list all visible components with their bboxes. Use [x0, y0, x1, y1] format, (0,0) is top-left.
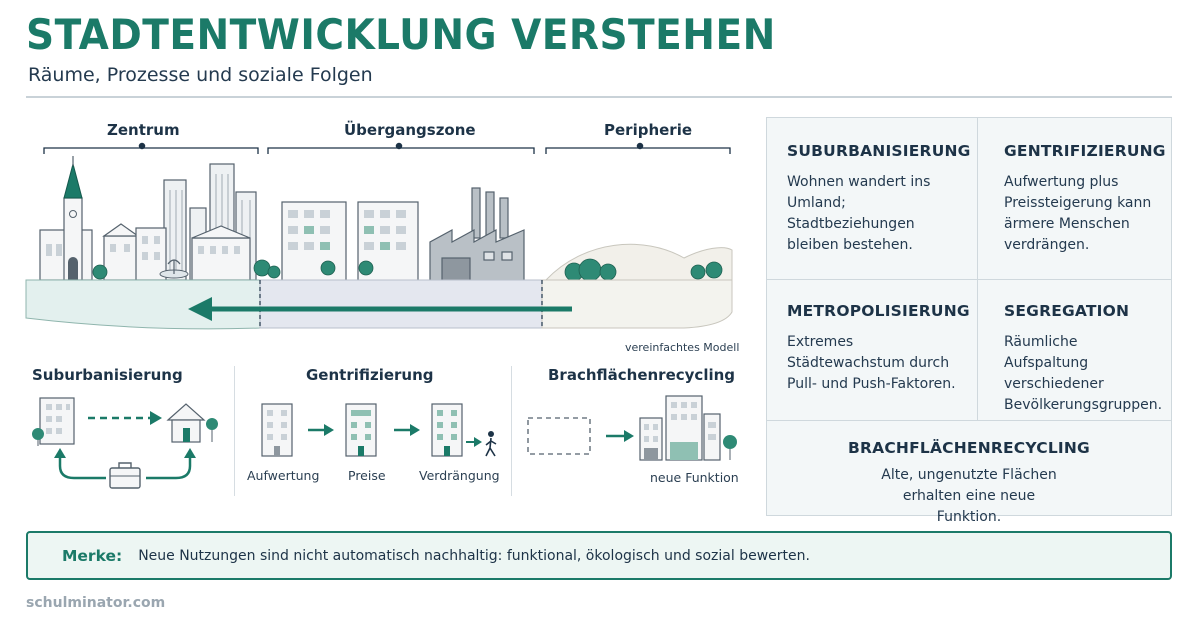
term-text: Extremes Städtewachstum durch Pull- und … [787, 334, 956, 392]
term-title: SUBURBANISIERUNG [787, 142, 971, 160]
house-icon [166, 403, 218, 443]
term-text: Alte, ungenutzte Flächen erhalten eine n… [881, 467, 1057, 525]
gentrifizierung-step-1: Aufwertung [247, 468, 320, 483]
brachflaechen-caption: neue Funktion [650, 470, 739, 485]
arrow-right-icon [466, 437, 482, 447]
process-title-brachflaechenrecycling: Brachflächenrecycling [548, 366, 736, 384]
term-title: METROPOLISIERUNG [787, 302, 970, 320]
page-subtitle: Räume, Prozesse und soziale Folgen [28, 64, 373, 86]
fountain-icon [159, 259, 189, 279]
footer-brand: schulminator.com [26, 595, 166, 611]
ground-bands [25, 279, 733, 330]
mixed-use-buildings-icon [639, 395, 737, 461]
term-card-brachflaechenrecycling: BRACHFLÄCHENRECYCLING Alte, ungenutzte F… [767, 421, 1171, 525]
arrow-right-icon [308, 424, 334, 436]
header-divider [26, 96, 1172, 98]
term-text: Aufwertung plus Preissteigerung kann ärm… [1004, 174, 1152, 253]
model-note: vereinfachtes Modell [625, 341, 740, 354]
process-divider [511, 366, 512, 496]
zone-label-periphery: Peripherie [604, 121, 693, 139]
term-title: SEGREGATION [1004, 302, 1130, 320]
briefcase-icon [109, 462, 141, 489]
process-divider [234, 366, 235, 496]
zone-label-transition: Übergangszone [344, 121, 476, 139]
factory-icon [429, 187, 525, 283]
term-card-gentrifizierung: GENTRIFIZIERUNG Aufwertung plus Preisste… [978, 118, 1171, 280]
terms-grid: SUBURBANISIERUNG Wohnen wandert ins Umla… [766, 117, 1172, 525]
process-title-suburbanisierung: Suburbanisierung [32, 366, 183, 384]
apartment-block-icon [261, 403, 293, 457]
walking-person-icon [485, 431, 497, 457]
old-town-houses-icon [102, 223, 251, 281]
zone-brackets [43, 142, 731, 154]
gentrifizierung-diagram [261, 403, 497, 457]
merke-box: Merke: Neue Nutzungen sind nicht automat… [26, 531, 1172, 580]
arrow-right-icon [88, 411, 162, 425]
arrow-right-icon [606, 430, 634, 442]
term-title: GENTRIFIZIERUNG [1004, 142, 1166, 160]
process-title-gentrifizierung: Gentrifizierung [306, 366, 434, 384]
arrow-left-icon [188, 297, 572, 321]
church-icon [39, 156, 93, 281]
merke-text: Neue Nutzungen sind nicht automatisch na… [138, 547, 810, 564]
term-card-segregation: SEGREGATION Räumliche Aufspaltung versch… [978, 280, 1171, 421]
term-card-suburbanisierung: SUBURBANISIERUNG Wohnen wandert ins Umla… [767, 118, 978, 280]
term-card-metropolisierung: METROPOLISIERUNG Extremes Städtewachstum… [767, 280, 978, 421]
term-title: BRACHFLÄCHENRECYCLING [848, 439, 1090, 457]
gentrifizierung-step-3: Verdrängung [419, 468, 500, 483]
page-title: STADTENTWICKLUNG VERSTEHEN [26, 10, 776, 59]
zone-label-center: Zentrum [107, 121, 180, 139]
arrow-right-icon [394, 424, 420, 436]
term-text: Räumliche Aufspaltung verschiedener Bevö… [1004, 334, 1163, 413]
term-text: Wohnen wandert ins Umland; Stadtbeziehun… [787, 174, 931, 253]
suburbanisierung-diagram [32, 397, 218, 489]
merke-label: Merke: [62, 546, 123, 565]
apartment-block-icon [431, 403, 463, 457]
apartment-block-icon [32, 397, 75, 446]
city-cross-section-illustration [25, 142, 733, 330]
empty-lot-icon [527, 417, 591, 455]
apartment-block-icon [345, 403, 377, 457]
gentrifizierung-step-2: Preise [348, 468, 386, 483]
tree-icon [92, 258, 723, 282]
brachflaechen-diagram [527, 395, 737, 461]
